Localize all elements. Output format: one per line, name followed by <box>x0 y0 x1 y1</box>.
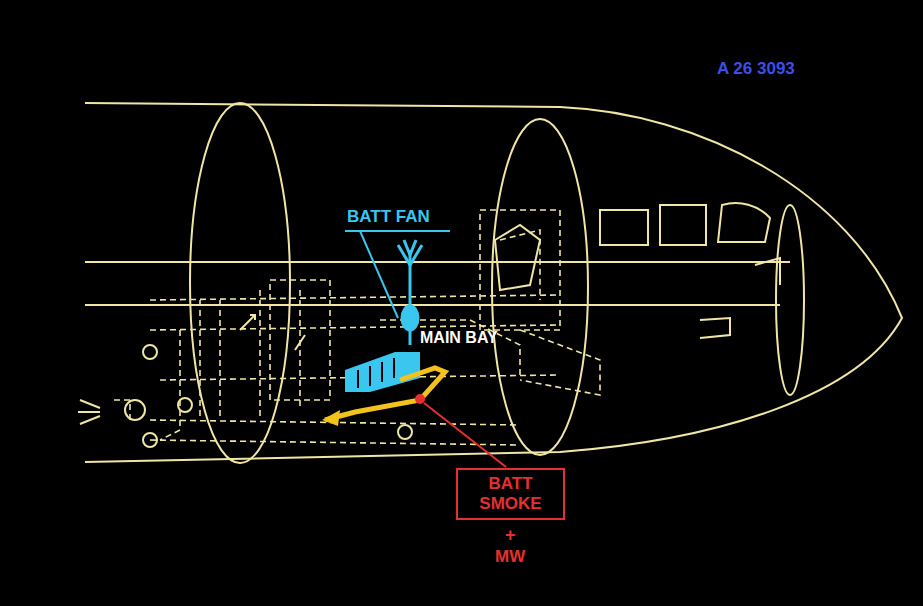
warning-box: BATT SMOKE <box>456 468 565 520</box>
part-label: MAIN BAY <box>420 329 498 347</box>
box-text: BATT SMOKE <box>466 474 554 513</box>
part-label: BATT FAN <box>347 208 430 227</box>
figure-number: A 26 3093 <box>717 60 795 79</box>
plus-sign: + <box>505 526 516 546</box>
signal-label: MW <box>495 548 525 567</box>
